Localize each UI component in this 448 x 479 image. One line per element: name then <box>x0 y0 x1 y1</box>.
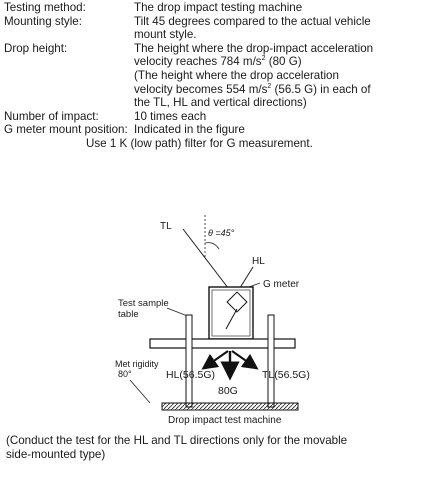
machine-label: Drop impact test machine <box>168 415 282 426</box>
left-guide-post <box>185 314 193 408</box>
g-meter-position-label: G meter mount position: <box>4 123 128 137</box>
drop-height-line-4-g: (56.5 G) in each of <box>271 82 371 96</box>
footer-line-2: side-mounted type) <box>6 447 106 461</box>
mounting-style-row: Mounting style: Tilt 45 degrees compared… <box>4 15 444 42</box>
number-of-impact-row: Number of impact: 10 times each <box>4 110 444 124</box>
test-specification: Testing method: The drop impact testing … <box>4 1 444 151</box>
right-guide-post <box>267 314 275 408</box>
drop-height-line-2: velocity reaches 784 m/s2 (80 G) <box>134 55 302 68</box>
rigidity-leader <box>129 379 151 404</box>
drop-height-row: Drop height: The height where the drop-i… <box>4 42 444 110</box>
drop-impact-figure: TL θ =45° HL G meter Test sample table H… <box>0 205 448 430</box>
testing-method-value: The drop impact testing machine <box>134 1 303 14</box>
rigidity-label-2: 80° <box>118 369 132 379</box>
drop-height-label: Drop height: <box>4 41 68 55</box>
drop-height-line-2-text: velocity reaches 784 m/s <box>134 55 262 69</box>
mounting-style-value: Tilt 45 degrees compared to the actual v… <box>134 15 444 42</box>
hl-label: HL <box>252 256 265 267</box>
tl-arrow <box>231 350 259 370</box>
g-meter-position-value: Indicated in the figure <box>134 123 245 137</box>
machine-base <box>161 402 299 411</box>
hl-arrow <box>201 350 229 370</box>
tl-g-label: TL(56.5G) <box>262 369 310 381</box>
g-meter-position-row: G meter mount position: Indicated in the… <box>4 123 444 137</box>
drop-height-line-5: the TL, HL and vertical directions) <box>134 96 307 110</box>
center-g-label: 80G <box>218 385 238 397</box>
mounting-style-line-2: mount style. <box>134 28 197 42</box>
number-of-impact-label: Number of impact: <box>4 109 99 123</box>
angle-arc <box>204 242 220 250</box>
test-sample-box <box>208 286 254 340</box>
tl-direction-line <box>182 228 236 298</box>
drop-height-line-1: The height where the drop-impact acceler… <box>134 41 374 55</box>
number-of-impact-value: 10 times each <box>134 109 207 123</box>
testing-method-label: Testing method: <box>4 1 86 14</box>
drop-height-line-4-sup: 2 <box>267 82 272 90</box>
g-meter-label: G meter <box>263 279 300 290</box>
mounting-style-label: Mounting style: <box>4 14 82 28</box>
drop-height-line-3: (The height where the drop acceleration <box>134 68 339 82</box>
tl-label: TL <box>160 221 172 232</box>
testing-method-row: Testing method: The drop impact testing … <box>4 1 444 15</box>
angle-label: θ =45° <box>208 228 235 238</box>
test-sample-table <box>149 338 296 349</box>
rigidity-label: Met rigidity <box>115 359 159 369</box>
drop-height-line-4-text: velocity becomes 554 m/s <box>134 82 268 96</box>
footer-line-1: (Conduct the test for the HL and TL dire… <box>6 434 348 447</box>
mounting-style-line-1: Tilt 45 degrees compared to the actual v… <box>134 14 371 28</box>
filter-note: Use 1 K (low path) filter for G measurem… <box>86 136 313 150</box>
hl-g-label: HL(56.5G) <box>166 369 215 381</box>
test-sample-label: Test sample <box>118 298 169 309</box>
drop-height-line-2-g: (80 G) <box>265 55 302 69</box>
drop-height-value: The height where the drop-impact acceler… <box>134 42 444 110</box>
drop-height-line-2-sup: 2 <box>261 55 266 63</box>
g-meter-icon <box>225 291 248 330</box>
drop-impact-diagram: TL θ =45° HL G meter Test sample table H… <box>115 215 310 426</box>
test-sample-inner <box>211 289 251 337</box>
footer-note: (Conduct the test for the HL and TL dire… <box>6 434 442 461</box>
test-sample-label-2: table <box>118 309 139 320</box>
drop-height-line-4: velocity becomes 554 m/s2 (56.5 G) in ea… <box>134 83 371 96</box>
